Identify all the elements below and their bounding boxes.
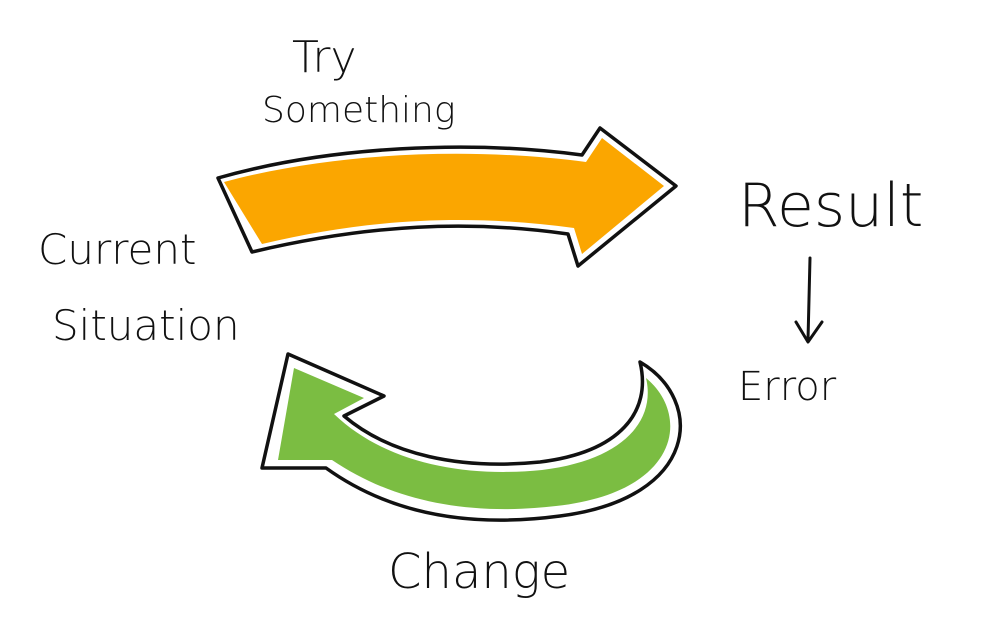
try-something-arrow (216, 126, 678, 268)
try-label-line2: Something (262, 90, 455, 131)
change-arrow-fill (278, 368, 671, 510)
change-label: Change (388, 544, 570, 600)
current-label-line1: Current (38, 225, 196, 274)
try-label-line1: Try (292, 32, 357, 83)
change-arrow (260, 352, 682, 522)
result-label: Result (738, 171, 923, 241)
error-label: Error (738, 364, 837, 410)
down-arrow-icon (794, 256, 824, 344)
current-label-line2: Situation (52, 301, 240, 350)
try-arrow-fill (224, 138, 664, 254)
